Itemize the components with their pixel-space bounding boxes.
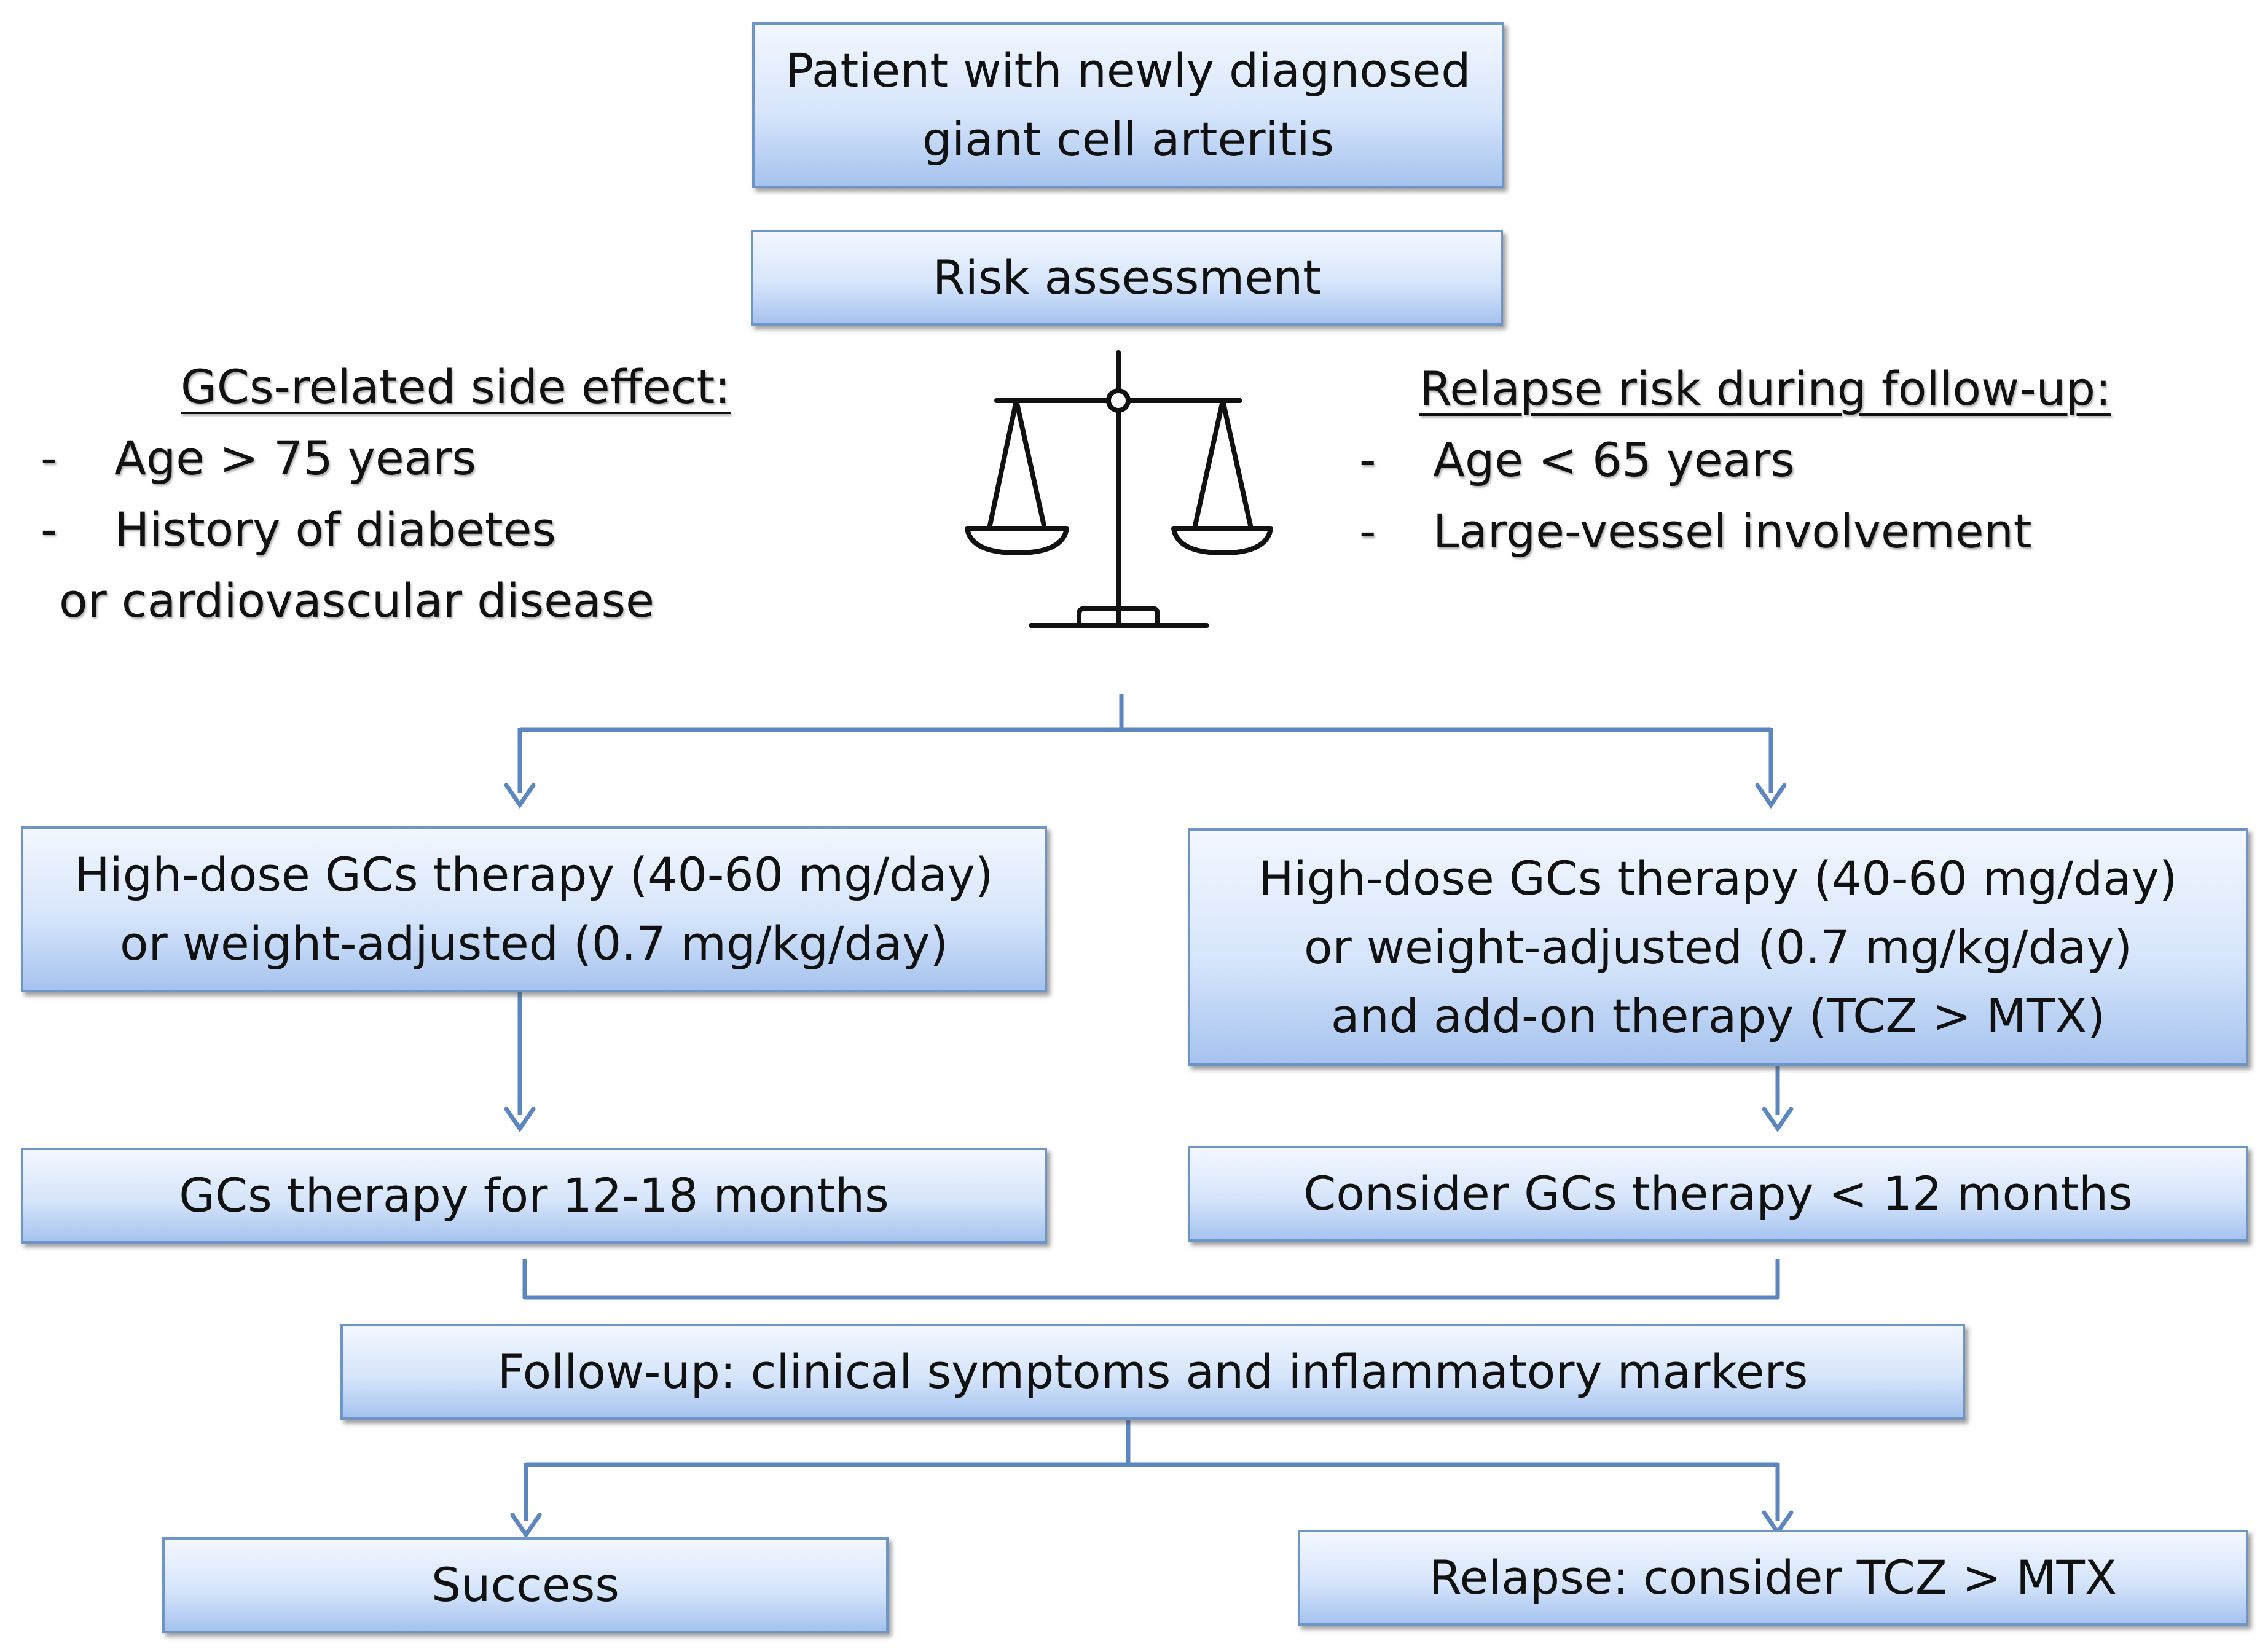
right-factors-bullet-2: -: [1359, 504, 1376, 558]
node-followup: Follow-up: clinical symptoms and inflamm…: [340, 1324, 1965, 1420]
node-left-therapy-line-1: High-dose GCs therapy (40-60 mg/day): [74, 847, 994, 902]
edge-followup-split: [524, 1420, 1780, 1521]
node-success-label: Success: [431, 1557, 619, 1612]
node-left-therapy: High-dose GCs therapy (40-60 mg/day) or …: [21, 826, 1047, 992]
node-success: Success: [162, 1537, 889, 1633]
node-left-therapy-line-2: or weight-adjusted (0.7 mg/kg/day): [119, 916, 949, 971]
right-factors-item-2: Large-vessel involvement: [1433, 504, 2032, 558]
node-start: Patient with newly diagnosed giant cell …: [752, 22, 1504, 188]
left-factors-continuation: or cardiovascular disease: [59, 573, 654, 628]
node-right-therapy-line-3: and add-on therapy (TCZ > MTX): [1330, 988, 2106, 1043]
left-factors-bullet-2: -: [41, 502, 58, 557]
node-left-duration: GCs therapy for 12-18 months: [21, 1148, 1047, 1244]
node-right-therapy-line-1: High-dose GCs therapy (40-60 mg/day): [1258, 850, 2178, 906]
right-factors-bullet-1: -: [1359, 433, 1376, 487]
node-start-line-2: giant cell arteritis: [922, 112, 1335, 166]
node-right-therapy-line-2: or weight-adjusted (0.7 mg/kg/day): [1303, 919, 2133, 974]
node-right-duration: Consider GCs therapy < 12 months: [1188, 1146, 2248, 1242]
node-relapse: Relapse: consider TCZ > MTX: [1298, 1530, 2248, 1626]
edge-risk-split: [517, 694, 1773, 793]
node-followup-label: Follow-up: clinical symptoms and inflamm…: [497, 1344, 1808, 1399]
arrowhead-left-therapy: [504, 783, 536, 809]
node-right-duration-label: Consider GCs therapy < 12 months: [1303, 1166, 2133, 1221]
arrowhead-left-duration: [504, 1107, 536, 1133]
balance-scale-icon: [965, 350, 1273, 628]
left-factors: GCs-related side effect: - Age > 75 years…: [41, 351, 731, 636]
arrowhead-success: [510, 1513, 542, 1539]
node-start-line-1: Patient with newly diagnosed: [785, 43, 1471, 98]
left-factors-item-1: Age > 75 years: [114, 431, 476, 485]
left-factors-heading: GCs-related side effect:: [181, 359, 731, 414]
arrowhead-right-duration: [1762, 1107, 1794, 1133]
node-left-duration-label: GCs therapy for 12-18 months: [179, 1168, 889, 1223]
edge-duration-merge: [522, 1259, 1780, 1300]
left-factors-bullet-1: -: [41, 431, 58, 485]
node-right-therapy: High-dose GCs therapy (40-60 mg/day) or …: [1188, 828, 2248, 1066]
node-relapse-label: Relapse: consider TCZ > MTX: [1429, 1550, 2117, 1605]
right-factors-item-1: Age < 65 years: [1433, 433, 1795, 487]
right-factors: Relapse risk during follow-up: - Age < 65…: [1359, 353, 2111, 567]
arrowhead-right-therapy: [1755, 783, 1787, 809]
node-risk-label: Risk assessment: [932, 250, 1322, 305]
left-factors-item-2: History of diabetes: [114, 502, 557, 557]
node-risk: Risk assessment: [751, 230, 1503, 326]
right-factors-heading: Relapse risk during follow-up:: [1419, 361, 2111, 416]
